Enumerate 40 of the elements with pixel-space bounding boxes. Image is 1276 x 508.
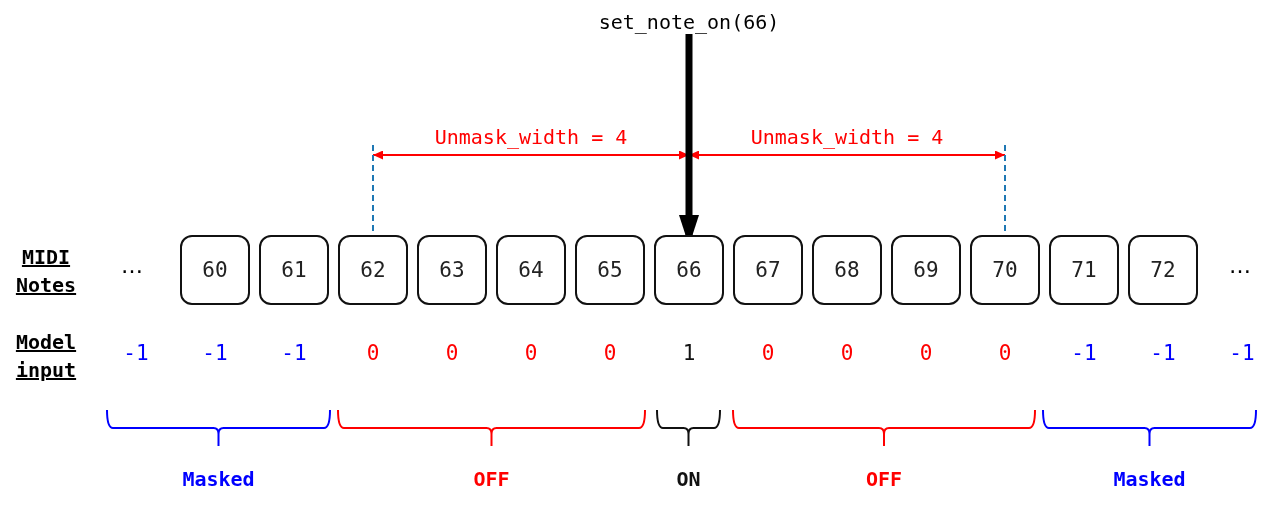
input-value: 0 (998, 341, 1012, 365)
note-box: 68 (812, 235, 882, 305)
dimension-label: Unmask_width = 4 (434, 125, 628, 149)
input-value: 0 (919, 341, 933, 365)
row-heading: Model input (14, 329, 78, 384)
ellipsis: … (1229, 254, 1251, 278)
input-value: -1 (202, 341, 228, 365)
note-box: 63 (417, 235, 487, 305)
code-label: set_note_on(66) (598, 10, 780, 34)
ellipsis: … (121, 254, 143, 278)
input-value: -1 (1071, 341, 1097, 365)
note-box: 67 (733, 235, 803, 305)
note-box: 62 (338, 235, 408, 305)
input-value: 0 (603, 341, 617, 365)
group-label: OFF (473, 467, 510, 491)
input-value: -1 (123, 341, 149, 365)
input-value: -1 (1150, 341, 1176, 365)
note-box: 65 (575, 235, 645, 305)
group-label: Masked (1113, 467, 1186, 491)
note-box: 71 (1049, 235, 1119, 305)
note-box: 70 (970, 235, 1040, 305)
input-value: -1 (281, 341, 307, 365)
note-box: 66 (654, 235, 724, 305)
input-value: 1 (682, 341, 696, 365)
group-label: Masked (182, 467, 255, 491)
note-box: 69 (891, 235, 961, 305)
note-box: 72 (1128, 235, 1198, 305)
row-heading: MIDI Notes (14, 244, 78, 299)
input-value: 0 (524, 341, 538, 365)
group-label: ON (676, 467, 701, 491)
group-label: OFF (865, 467, 903, 491)
note-box: 61 (259, 235, 329, 305)
input-value: 0 (366, 341, 380, 365)
input-value: 0 (761, 341, 775, 365)
input-value: 0 (445, 341, 459, 365)
note-box: 64 (496, 235, 566, 305)
dimension-label: Unmask_width = 4 (750, 125, 944, 149)
note-box: 60 (180, 235, 250, 305)
input-value: -1 (1229, 341, 1255, 365)
input-value: 0 (840, 341, 854, 365)
